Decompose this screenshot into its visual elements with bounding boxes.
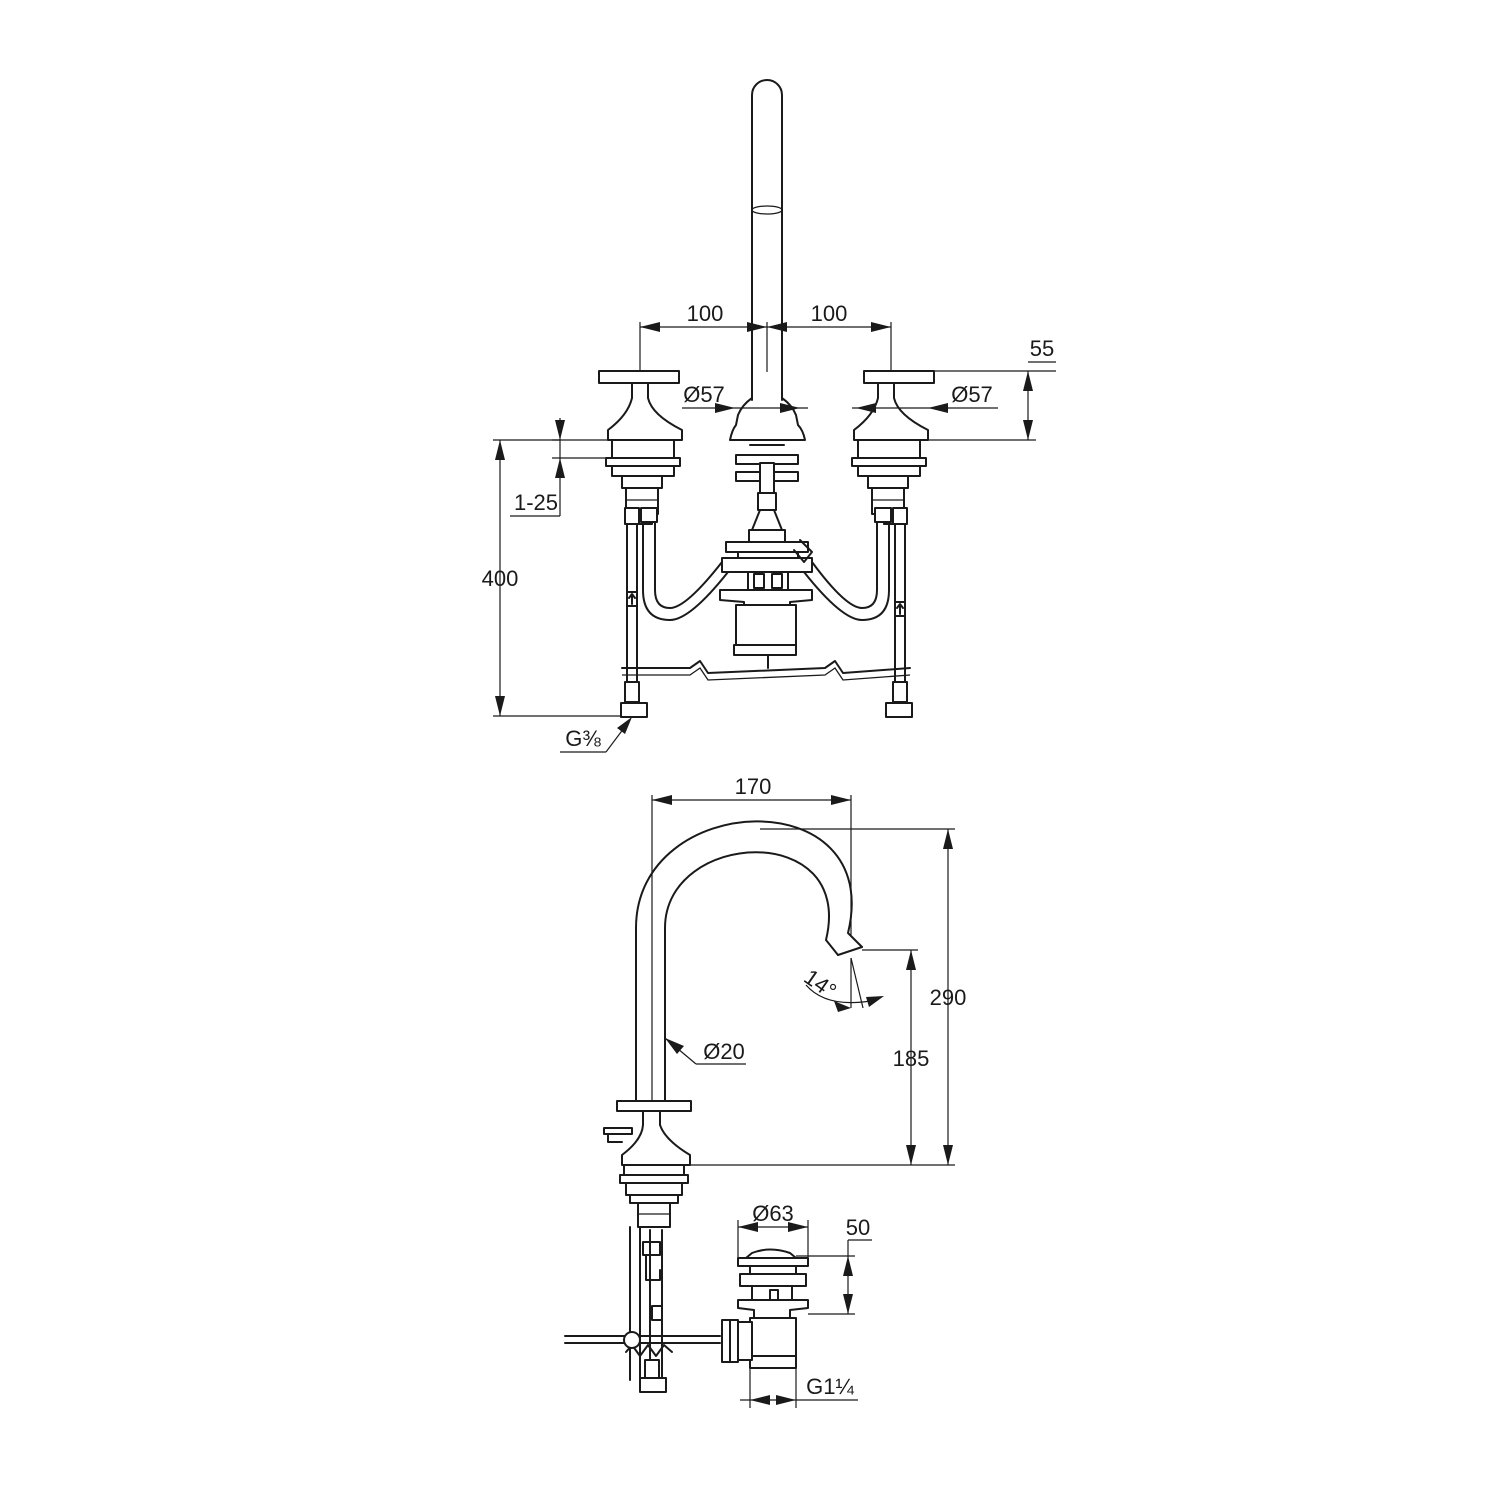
side-hoses [564, 1226, 721, 1393]
left-hoses [620, 507, 729, 718]
pop-up-waste-front [719, 539, 813, 669]
dim-outlet-height: 185 [893, 1046, 930, 1071]
dim-waste-height: 50 [846, 1215, 870, 1240]
dim-spacing-right: 100 [811, 301, 848, 326]
dim-spacing-left: 100 [687, 301, 724, 326]
dimensions-front: 100 100 55 Ø57 Ø57 [482, 301, 1056, 753]
pop-up-waste-side [721, 1248, 809, 1369]
dim-hose-length: 400 [482, 566, 519, 591]
right-handle [851, 370, 935, 525]
right-hoses [803, 507, 913, 718]
gooseneck-spout [635, 820, 863, 1101]
dim-deck-thickness: 1-25 [514, 490, 558, 515]
dim-spout-reach: 170 [735, 774, 772, 799]
break-line [621, 660, 911, 681]
center-spout [729, 79, 806, 543]
dim-handle-dia-left: Ø57 [683, 382, 725, 407]
side-view: 170 290 185 14° Ø20 [564, 774, 967, 1408]
left-handle [598, 370, 683, 525]
dim-spout-angle: 14° [800, 964, 842, 1004]
dim-spout-height: 290 [930, 985, 967, 1010]
dim-spout-dia: Ø20 [703, 1039, 745, 1064]
dim-handle-dia-right: Ø57 [951, 382, 993, 407]
dim-hose-connection: G⅜ [565, 726, 601, 751]
dim-waste-thread: G1¼ [806, 1374, 854, 1399]
dim-waste-dia: Ø63 [752, 1201, 794, 1226]
front-view: 100 100 55 Ø57 Ø57 [482, 79, 1056, 753]
dim-handle-height: 55 [1030, 336, 1054, 361]
side-valve [603, 1100, 692, 1228]
